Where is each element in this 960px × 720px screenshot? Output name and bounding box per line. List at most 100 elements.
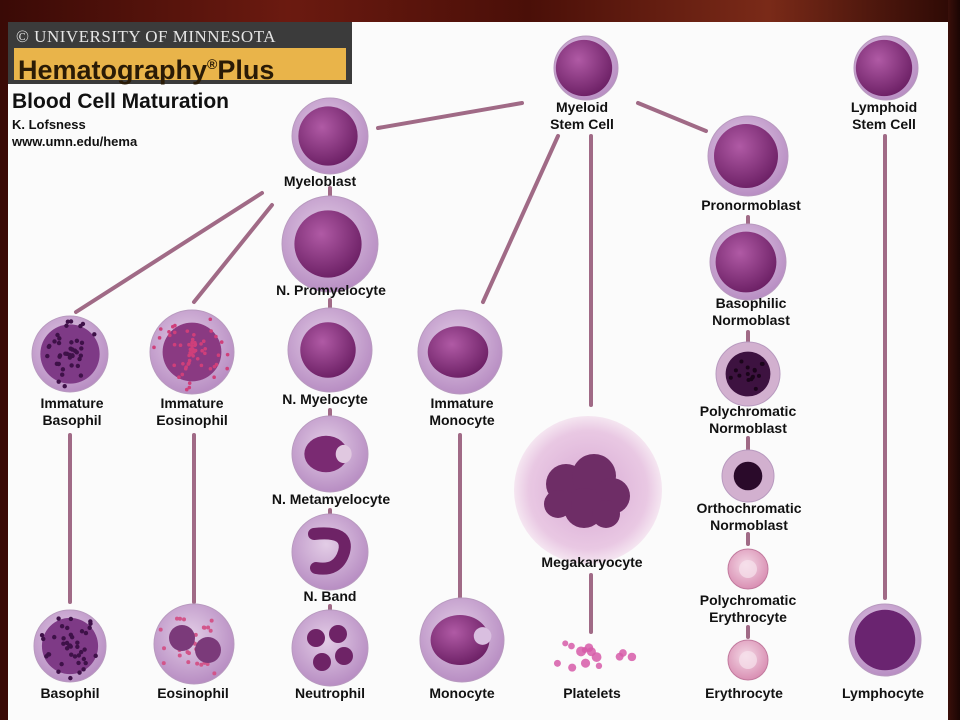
granule [62, 383, 67, 389]
chromatin [728, 375, 733, 380]
nucleus [715, 231, 777, 293]
granule [187, 342, 191, 347]
polychromatic-normoblast-cell [715, 341, 781, 407]
granule [64, 323, 69, 328]
chromatin [750, 374, 755, 379]
nucleus [555, 39, 613, 97]
granule [47, 343, 52, 349]
platelet-fragment [562, 640, 569, 647]
granule [69, 634, 75, 640]
granule [81, 656, 87, 662]
nuclear-indent [473, 627, 492, 645]
granule [158, 627, 163, 632]
pronormoblast-cell [707, 115, 789, 197]
granule [172, 330, 177, 335]
nucleus [304, 435, 348, 473]
label-line: Polychromatic [700, 592, 797, 608]
granule [68, 616, 74, 622]
registered-mark: ® [207, 56, 218, 72]
platelet-fragment [615, 652, 624, 661]
granule [172, 363, 177, 368]
myeloblast-cell [291, 97, 369, 175]
platelet-fragment [627, 652, 637, 662]
granule [68, 319, 74, 324]
granule [56, 340, 62, 346]
granule [225, 352, 230, 357]
nucleus [300, 322, 356, 378]
chromatin [745, 365, 750, 370]
chromatin [746, 377, 751, 382]
granule [212, 671, 217, 676]
immature-basophil-cell [31, 315, 109, 393]
nucleus-lobe [169, 625, 195, 651]
granule [56, 361, 61, 367]
granule [219, 340, 224, 344]
granule [199, 363, 204, 368]
granule [195, 661, 200, 666]
label-line: Immature [160, 395, 223, 411]
label-line: Basophil [40, 685, 99, 701]
granule [225, 366, 229, 371]
granule [181, 361, 185, 366]
erythrocyte-label: Erythrocyte [705, 685, 783, 701]
connector [192, 203, 274, 304]
platelet-fragment [595, 662, 603, 670]
platelet-fragment [568, 642, 575, 650]
granule [56, 616, 61, 621]
label-line: Lymphoid [851, 99, 917, 115]
monocyte-cell [419, 597, 505, 683]
label-line: Stem Cell [852, 116, 916, 132]
granule [57, 354, 62, 359]
cytoplasm [291, 513, 369, 591]
granule [44, 654, 49, 659]
n-promyelocyte-cell [281, 195, 379, 293]
label-line: Normoblast [712, 312, 790, 328]
nucleus-lobe [195, 637, 221, 663]
nucleus-lobe [307, 629, 325, 647]
immature-monocyte-cell [417, 309, 503, 395]
granule [192, 332, 196, 337]
platelet-fragment [581, 647, 588, 654]
label-line: Normoblast [710, 517, 788, 533]
granule [63, 351, 68, 356]
granule [191, 354, 195, 358]
granule [59, 661, 64, 667]
nucleus-lobe [592, 500, 620, 528]
granule [187, 353, 191, 358]
diagram-title: Blood Cell Maturation [12, 90, 229, 113]
university-name: © UNIVERSITY OF MINNESOTA [16, 27, 277, 46]
n-metamyelocyte-cell [291, 415, 369, 493]
central-pallor [739, 651, 757, 669]
basophil-label: Basophil [40, 685, 99, 701]
granule [205, 661, 210, 666]
nucleus [294, 210, 362, 278]
label-line: Monocyte [429, 685, 495, 701]
granule [75, 363, 81, 369]
lymphocyte-label: Lymphocyte [842, 685, 924, 701]
label-line: Eosinophil [156, 412, 228, 428]
label-line: Eosinophil [157, 685, 229, 701]
granule [178, 343, 183, 348]
granule [61, 636, 66, 641]
granule [152, 345, 156, 350]
granule [184, 387, 189, 392]
label-line: Neutrophil [295, 685, 365, 701]
cytoplasm [291, 609, 369, 687]
granule [212, 375, 216, 380]
chromatin [756, 373, 761, 378]
brand-suffix: Plus [217, 55, 275, 85]
n-metamyelocyte-label: N. Metamyelocyte [272, 491, 390, 507]
nucleus-lobe [544, 490, 572, 518]
connector-lines [68, 101, 887, 639]
granule [216, 353, 221, 358]
label-line: Orthochromatic [696, 500, 801, 516]
basophilic-normoblast-cell [709, 223, 787, 301]
granule [161, 661, 166, 666]
granule [201, 625, 206, 630]
granule [68, 346, 73, 351]
